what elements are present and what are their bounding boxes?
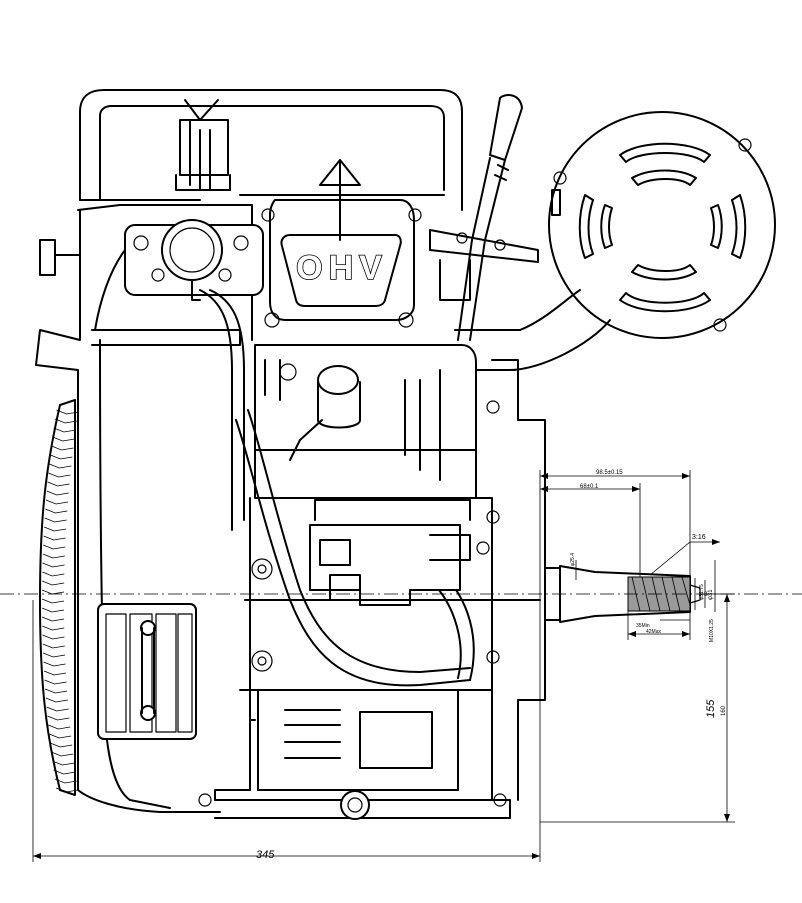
valve-cover: OHV — [261, 159, 422, 328]
dim-crank-height: 155 — [705, 699, 717, 718]
dim-thread-min: 35Min — [636, 623, 650, 629]
cylinder-head — [254, 344, 477, 499]
dim-thread-max: 42Max — [646, 629, 662, 635]
cylinder-fins — [97, 603, 197, 740]
carburetor — [309, 499, 490, 606]
dipstick-tube — [457, 94, 523, 341]
dim-thread-size: M10X1.25 — [709, 619, 715, 642]
dim-crank-height-sub: 160 — [721, 705, 727, 716]
dimension-lines — [32, 470, 735, 862]
air-cleaner — [548, 111, 776, 339]
dim-shaft-length: 98.5±0.15 — [596, 470, 623, 476]
dim-slot-width: φ31 — [708, 589, 714, 600]
flywheel-fins — [39, 399, 79, 796]
fuel-filter-cap — [124, 219, 264, 301]
dim-taper-start: 68±0.1 — [580, 484, 599, 490]
dim-taper-ratio: 3:16 — [692, 534, 706, 541]
governor-bracket — [429, 229, 539, 301]
intake-elbow — [454, 289, 611, 371]
engine-base — [214, 689, 511, 820]
crankcase — [198, 359, 546, 807]
fuel-tank — [79, 89, 463, 211]
dim-step-width: 8 — [704, 592, 708, 598]
spark-plug-cap — [289, 365, 361, 461]
dim-bore-large: φ31.75 — [699, 584, 705, 600]
engine-badge-text: OHV — [296, 249, 388, 287]
dim-overall-width: 345 — [256, 849, 275, 861]
dim-bore-small: φ25.4 — [570, 553, 576, 566]
fuel-clip — [175, 99, 231, 191]
